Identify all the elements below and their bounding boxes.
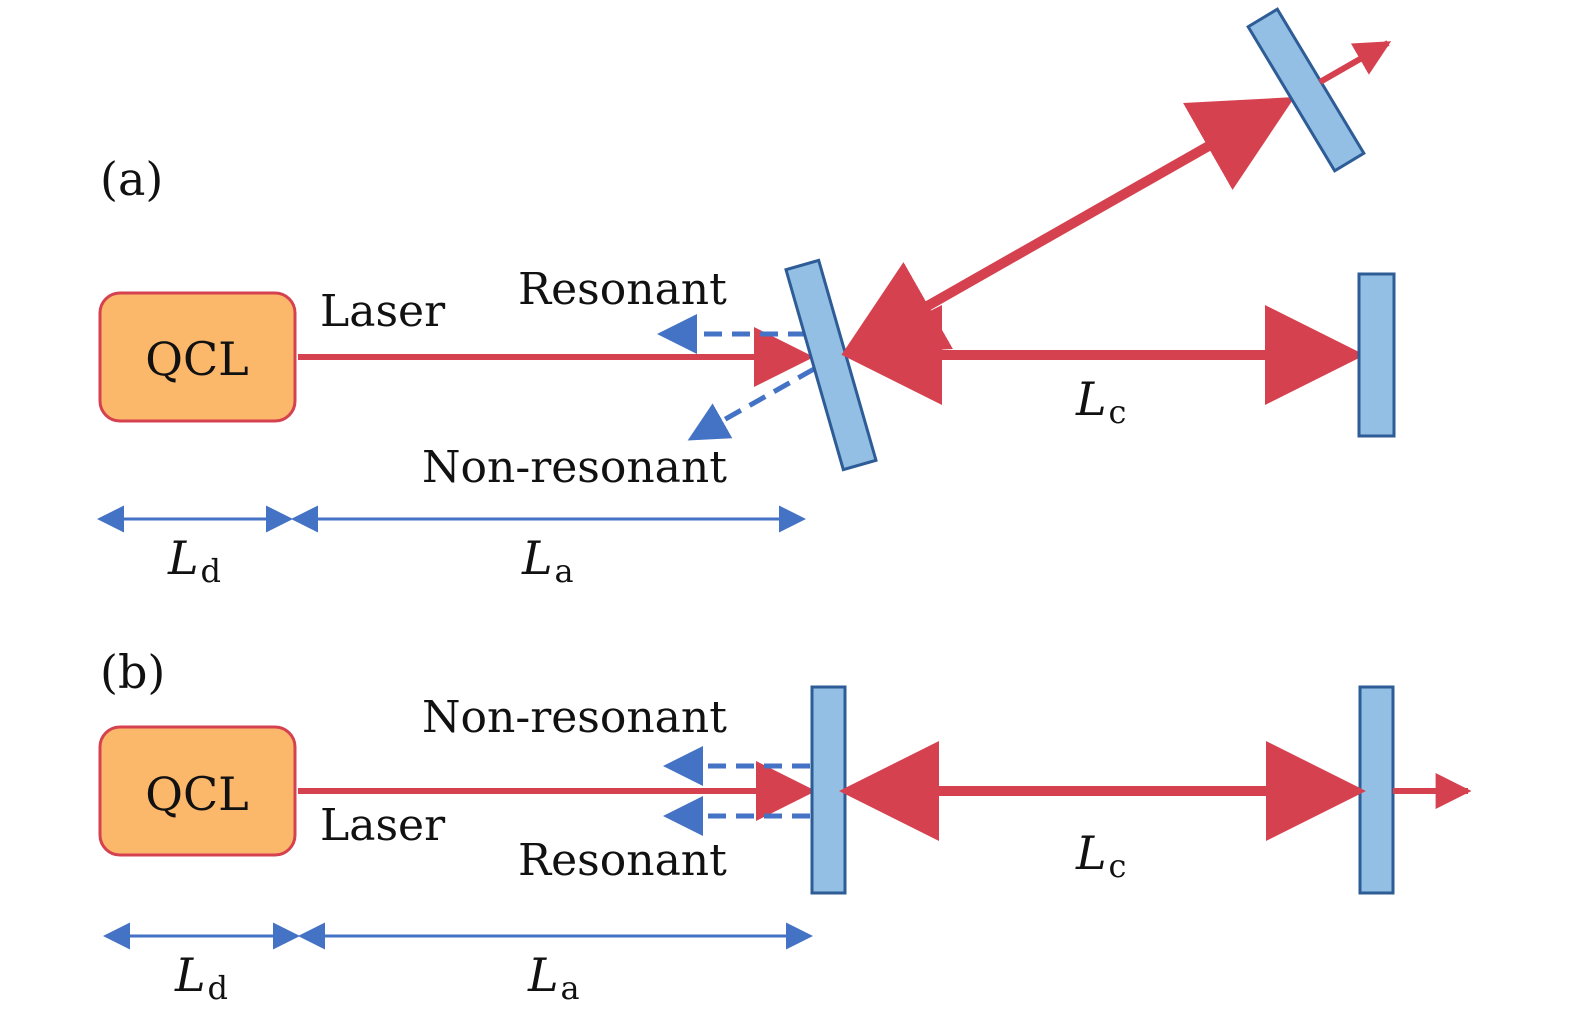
qcl-box-a	[98, 291, 297, 423]
laser-label-b: Laser	[320, 800, 446, 851]
resonant-label-b: Resonant	[518, 835, 727, 886]
la-label-b: La	[527, 948, 580, 1007]
panel-a: (a) QCL Laser Resonant Non-resonant Lc	[97, 7, 1396, 590]
qcl-box-b	[98, 725, 297, 857]
qcl-label-b: QCL	[145, 767, 248, 821]
qcl-label-a: QCL	[145, 332, 248, 386]
end-mirror-b	[1358, 685, 1395, 895]
lc-label-a: Lc	[1075, 372, 1126, 431]
input-mirror-b	[810, 685, 847, 895]
output-beam-a	[1318, 40, 1392, 85]
ld-label-b: Ld	[174, 948, 228, 1007]
end-mirror-a	[1357, 272, 1396, 438]
panel-a-tag: (a)	[100, 152, 163, 206]
la-label-a: La	[521, 531, 574, 590]
top-mirror-a	[1246, 7, 1366, 173]
lc-label-b: Lc	[1075, 826, 1126, 885]
non-resonant-label-b: Non-resonant	[422, 692, 727, 743]
resonant-label-a: Resonant	[518, 264, 727, 315]
cavity-beam-diagonal-a	[841, 97, 1295, 355]
panel-b-tag: (b)	[100, 645, 165, 699]
non-resonant-feedback-arrow-a	[687, 366, 816, 441]
ld-label-a: Ld	[167, 531, 221, 590]
panel-b: (b) QCL Laser Non-resonant Resonant Lc L…	[98, 645, 1472, 1007]
input-mirror-a	[784, 258, 878, 472]
laser-label-a: Laser	[320, 286, 446, 337]
non-resonant-label-a: Non-resonant	[422, 442, 727, 493]
